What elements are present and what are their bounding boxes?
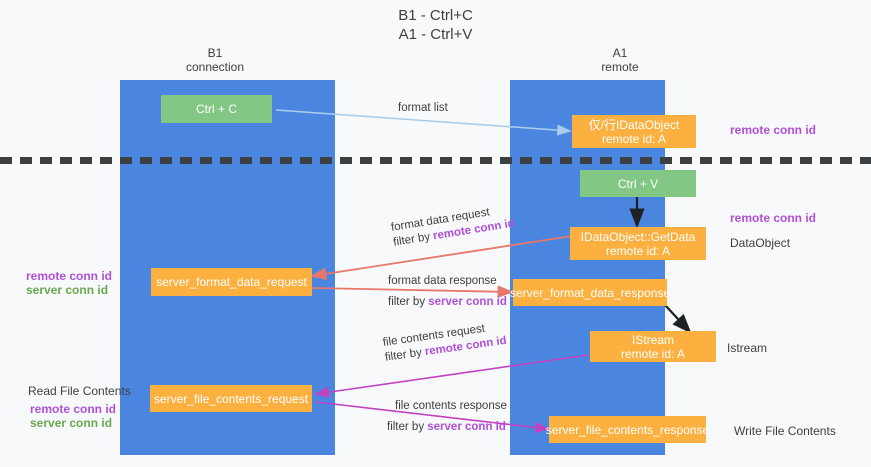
box-getdata-line1: IDataObject::GetData [580,229,696,244]
box-idataobject-top-line2: remote id: A [601,131,667,146]
title-line-1: B1 - Ctrl+C [398,7,473,24]
box-server-format-data-response[interactable]: server_format_data_response [509,279,671,306]
edge-label-format-data-response-line2: filter by server conn id [388,295,507,310]
box-ctrl-v-label: Ctrl + V [617,176,659,191]
column-header-a1-name: A1 [612,46,628,60]
annotation-left-server-conn-id-mid: server conn id [26,283,109,297]
section-divider [0,157,871,164]
box-idataobject-top-line1: 仅/行IDataObject [588,117,680,132]
box-server-format-data-request[interactable]: server_format_data_request [151,268,312,296]
annotation-right-write-file-contents: Write File Contents [734,424,836,438]
filter-by-prefix-3: filter by [384,346,426,364]
edge-label-file-contents-response-line1: file contents response [395,400,507,412]
annotation-right-remote-conn-id-top: remote conn id [730,123,817,137]
annotation-right-istream: Istream [727,341,768,355]
annotation-left-server-conn-id-low: server conn id [30,416,113,430]
column-header-b1-role: connection [185,60,245,74]
box-getdata-line2: remote id: A [605,243,671,258]
box-istream[interactable]: IStream remote id: A [590,331,716,362]
box-ctrl-v[interactable]: Ctrl + V [580,170,696,197]
box-server-file-contents-request[interactable]: server_file_contents_request [150,385,312,412]
box-server-file-contents-response-label: server_file_contents_response [545,422,710,437]
filter-by-prefix-2: filter by [388,296,429,308]
title-line-2: A1 - Ctrl+V [398,26,473,43]
box-server-format-data-request-label: server_format_data_request [156,275,307,289]
server-conn-id-key-4: server conn id [427,421,506,433]
box-ctrl-c-label: Ctrl + C [195,102,237,116]
column-header-b1: B1 connection [155,46,275,74]
annotation-left-remote-conn-id-mid: remote conn id [26,269,113,283]
column-header-b1-name: B1 [207,46,223,60]
column-header-a1: A1 remote [560,46,680,74]
box-istream-line2: remote id: A [620,346,686,361]
edge-label-format-list: format list [398,101,448,116]
annotation-right-remote-conn-id-mid: remote conn id [730,211,817,225]
annotation-left-read-file-contents: Read File Contents [28,384,131,398]
annotation-right-dataobject: DataObject [730,236,791,250]
diagram-title: B1 - Ctrl+C A1 - Ctrl+V [0,6,871,44]
box-server-file-contents-request-label: server_file_contents_request [153,391,309,406]
connector-response-to-istream [664,304,692,334]
column-header-a1-role: remote [601,60,639,74]
edge-label-file-contents-response-line2: filter by server conn id [387,420,507,435]
annotation-left-remote-conn-id-low: remote conn id [30,402,117,416]
edge-label-format-list-text: format list [398,102,448,114]
box-istream-line1: IStream [631,332,674,347]
box-ctrl-c[interactable]: Ctrl + C [161,95,272,123]
edge-label-format-data-response: format data response filter by server co… [388,274,507,310]
edge-label-file-contents-request: file contents request filter by remote c… [382,319,508,366]
edge-label-format-data-response-line1: format data response [388,275,497,287]
edge-label-file-contents-response: file contents response filter by server … [387,399,507,435]
filter-by-prefix-4: filter by [387,421,428,433]
box-server-file-contents-response[interactable]: server_file_contents_response [545,416,710,443]
box-idataobject-top[interactable]: 仅/行IDataObject remote id: A [572,115,696,148]
box-server-format-data-response-label: server_format_data_response [509,285,671,300]
box-idataobject-getdata[interactable]: IDataObject::GetData remote id: A [570,227,706,260]
server-conn-id-key-2: server conn id [428,296,507,308]
edge-label-format-data-request: format data request filter by remote con… [390,202,516,251]
